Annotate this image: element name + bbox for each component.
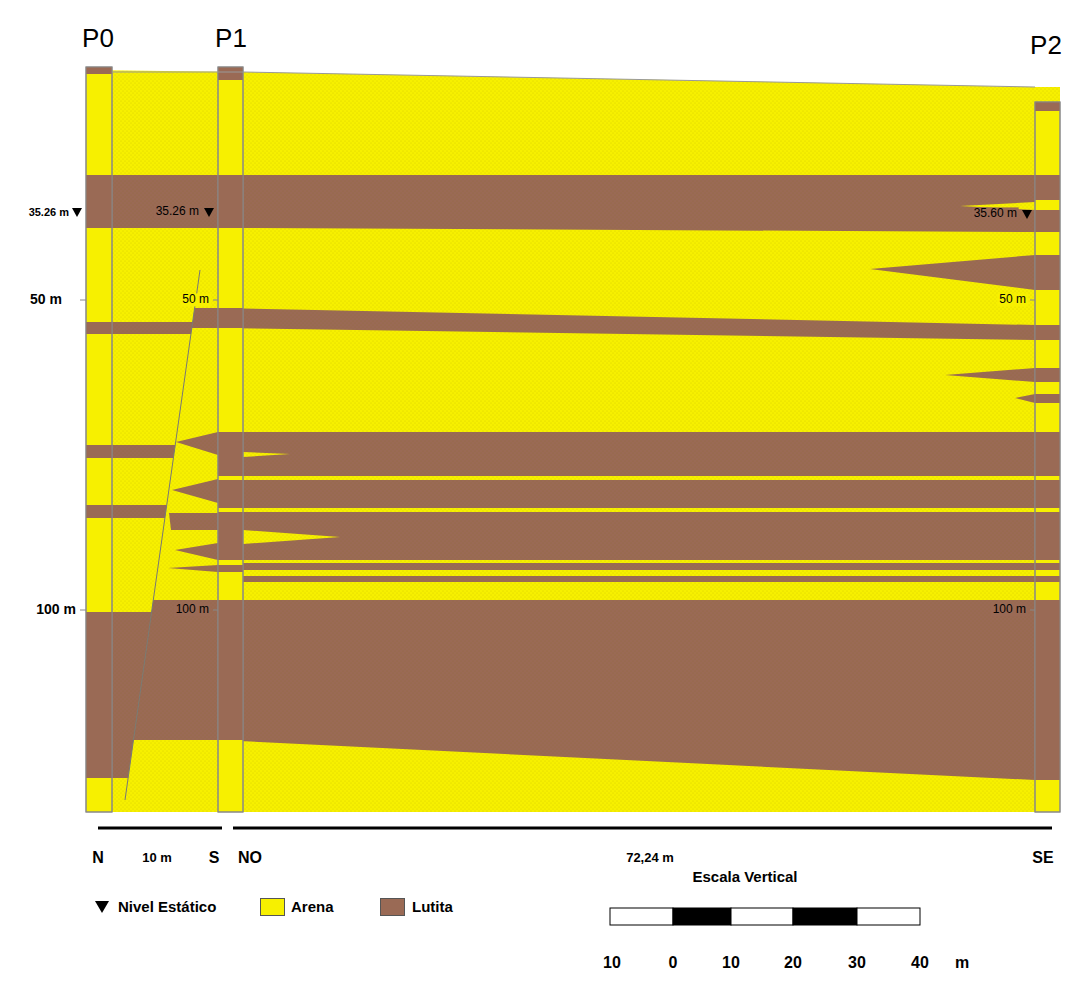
- legend-text: Lutita: [412, 899, 453, 916]
- depth-label: 100 m: [991, 603, 1028, 616]
- well-columns: [80, 67, 1060, 812]
- legend-swatch: [260, 898, 285, 916]
- depth-label: 50 m: [997, 293, 1028, 306]
- static-level-markers: [72, 208, 1032, 219]
- direction-label: N: [92, 849, 104, 867]
- distance-label: 72,24 m: [626, 851, 674, 865]
- well-name: P0: [82, 24, 114, 53]
- well-name: P2: [1030, 31, 1062, 60]
- scale-unit: m: [955, 954, 969, 972]
- depth-label: 100 m: [36, 602, 76, 617]
- depth-label: 100 m: [174, 603, 211, 616]
- static-level-depth: 35.26 m: [154, 205, 201, 218]
- direction-label: S: [209, 849, 220, 867]
- fault-line: [125, 270, 200, 800]
- direction-label: SE: [1032, 849, 1053, 867]
- scale-number: 20: [784, 954, 802, 972]
- well-name: P1: [215, 24, 247, 53]
- scale-number: 10: [722, 954, 740, 972]
- legend-text: Arena: [291, 899, 334, 916]
- distance-label: 10 m: [142, 851, 172, 865]
- scale-number: 0: [669, 954, 678, 972]
- direction-label: NO: [238, 849, 262, 867]
- legend-text: Nivel Estático: [118, 899, 216, 916]
- scale-number: 40: [911, 954, 929, 972]
- strata: [86, 70, 1060, 812]
- legend-swatch: [380, 898, 405, 916]
- static-level-symbol: [95, 901, 109, 913]
- scale-bar: [610, 908, 920, 925]
- depth-label: 50 m: [180, 293, 211, 306]
- scale-title: Escala Vertical: [692, 869, 797, 886]
- depth-label: 50 m: [30, 292, 62, 307]
- distance-bars: [98, 827, 1052, 830]
- scale-number: 30: [848, 954, 866, 972]
- ground-surface: [112, 72, 1035, 87]
- static-level-depth: 35.60 m: [972, 207, 1019, 220]
- static-level-depth: 35.26 m: [29, 206, 69, 218]
- scale-number: 10: [603, 954, 621, 972]
